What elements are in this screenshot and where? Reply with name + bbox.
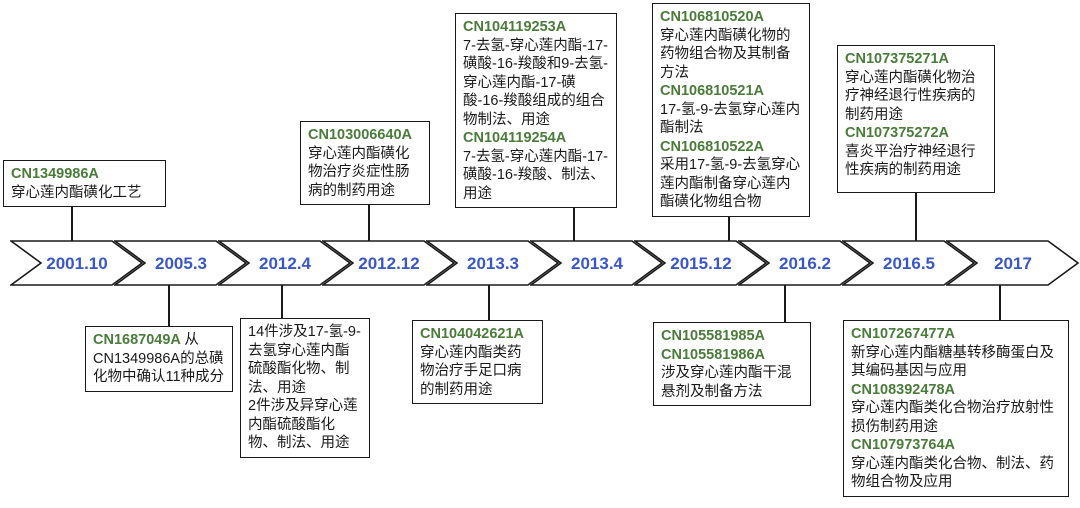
patent-description: 2件涉及异穿心莲内酯硫酸酯化物、制法、用途: [248, 398, 358, 451]
patent-number: CN106810520A: [660, 9, 764, 25]
patent-box-2001-10: CN1349986A 穿心莲内酯磺化工艺: [3, 160, 166, 207]
patent-description: 14件涉及17-氢-9-去氢穿心莲内酯硫酸酯化物、制法、用途: [248, 324, 361, 396]
patent-box-2012-4: 14件涉及17-氢-9-去氢穿心莲内酯硫酸酯化物、制法、用途 2件涉及异穿心莲内…: [240, 318, 370, 458]
patent-description: 喜炎平治疗神经退行性疾病的制药用途: [845, 143, 976, 179]
chevron-shape: [426, 240, 560, 286]
connector-line: [573, 200, 575, 242]
patent-number: CN106810521A: [660, 83, 764, 99]
chevron-shape: [634, 240, 768, 286]
timeline-segment-2017: 2017: [946, 240, 1080, 286]
connector-line: [915, 185, 917, 242]
patent-number: CN107267477A: [851, 326, 955, 342]
connector-line: [71, 200, 73, 242]
connector-line: [488, 284, 490, 324]
timeline-segment-2015-12: 2015.12: [634, 240, 768, 286]
connector-line: [999, 284, 1001, 324]
connector-line: [281, 284, 283, 322]
connector-line: [168, 284, 170, 330]
timeline-date-label: 2005.3: [155, 254, 207, 273]
timeline-date-label: 2012.4: [259, 254, 312, 273]
chevron-shape: [114, 240, 248, 286]
connector-line: [728, 200, 730, 242]
patent-number: CN107973764A: [851, 437, 955, 453]
patent-description: 穿心莲内酯类药物治疗手足口病的制药用途: [420, 344, 522, 398]
timeline-date-label: 2013.4: [571, 254, 624, 273]
timeline-date-label: 2016.2: [779, 254, 831, 273]
chevron-shape: [218, 240, 352, 286]
chevron-shape: [946, 240, 1080, 286]
patent-description: 穿心莲内酯类化合物治疗放射性损伤制药用途: [851, 400, 1054, 435]
timeline-date-label: 2016.5: [883, 254, 935, 273]
connector-line: [368, 198, 370, 242]
patent-description: 穿心莲内酯磺化物的药物组合物及其制备方法: [660, 27, 791, 81]
timeline-segment-2012-12: 2012.12: [322, 240, 456, 286]
patent-box-2016-2: CN105581985A CN105581986A 涉及穿心莲内酯干混悬剂及制备…: [653, 322, 811, 406]
timeline-segment-2013-4: 2013.4: [530, 240, 664, 286]
timeline-date-label: 2017: [994, 254, 1032, 273]
patent-number: CN105581985A: [661, 328, 765, 344]
timeline-segment-2016-2: 2016.2: [738, 240, 872, 286]
patent-number: CN104042621A: [420, 326, 524, 342]
chevron-shape: [738, 240, 872, 286]
timeline-segment-2016-5: 2016.5: [842, 240, 976, 286]
patent-box-2017: CN107267477A 新穿心莲内酯糖基转移酶蛋白及其编码基因与应用 CN10…: [843, 320, 1069, 497]
patent-description: 7-去氢-穿心莲内酯-17- 磺酸-16-羧酸、制法、用途: [463, 148, 609, 202]
patent-number: CN1687049A: [93, 332, 185, 348]
patent-number: CN106810522A: [660, 138, 764, 155]
patent-box-2013-3: CN104042621A 穿心莲内酯类药物治疗手足口病的制药用途: [412, 320, 543, 404]
patent-number: CN107375271A: [845, 51, 949, 67]
connector-line: [784, 284, 786, 326]
patent-description: 采用17-氢-9-去氢穿心莲内酯制备穿心莲内酯磺化物组合物: [660, 157, 801, 210]
chevron-shape: [530, 240, 664, 286]
timeline-segment-2012-4: 2012.4: [218, 240, 352, 286]
patent-box-2013-4: CN104119253A 7-去氢-穿心莲内酯-17-磺酸-16-羧酸和9-去氢…: [455, 13, 617, 208]
patent-number: CN108392478A: [851, 381, 955, 398]
patent-description: 新穿心莲内酯糖基转移酶蛋白及其编码基因与应用: [851, 344, 1054, 380]
patent-number: CN103006640A: [308, 127, 412, 143]
patent-number: CN107375272A: [845, 125, 949, 141]
patent-box-2012-12: CN103006640A 穿心莲内酯磺化物治疗炎症性肠病的制药用途: [300, 121, 430, 205]
chevron-shape: [10, 240, 144, 286]
timeline-date-label: 2001.10: [46, 254, 107, 273]
chevron-shape: [322, 240, 456, 286]
chevron-shape: [842, 240, 976, 286]
timeline-date-label: 2012.12: [358, 254, 419, 273]
timeline-segment-2001-10: 2001.10: [10, 240, 144, 286]
patent-description: 穿心莲内酯类化合物、制法、药物组合物及应用: [851, 455, 1054, 491]
timeline-date-label: 2015.12: [670, 254, 731, 273]
timeline-segment-2013-3: 2013.3: [426, 240, 560, 286]
patent-description: 穿心莲内酯磺化物治疗炎症性肠病的制药用途: [308, 145, 410, 199]
patent-box-2016-5: CN107375271A 穿心莲内酯磺化物治疗神经退行性疾病的制药用途 CN10…: [837, 45, 995, 193]
patent-box-2005-3: CN1687049A 从CN1349986A的总磺化物中确认11种成分: [85, 326, 233, 392]
patent-description: 穿心莲内酯磺化工艺: [11, 184, 142, 201]
patent-description: 从CN1349986A的总磺化物中确认11种成分: [93, 332, 225, 385]
timeline-date-label: 2013.3: [467, 254, 519, 273]
patent-number: CN104119254A: [463, 130, 567, 146]
patent-description: 17-氢-9-去氢穿心莲内酯制法: [660, 101, 801, 137]
timeline-segment-2005-3: 2005.3: [114, 240, 248, 286]
patent-description: 涉及穿心莲内酯干混悬剂及制备方法: [661, 365, 792, 400]
patent-number: CN105581986A: [661, 346, 765, 363]
patent-number: CN104119253A: [463, 19, 567, 35]
patent-description: 7-去氢-穿心莲内酯-17-磺酸-16-羧酸和9-去氢-穿心莲内酯-17-磺酸-…: [463, 37, 609, 128]
patent-description: 穿心莲内酯磺化物治疗神经退行性疾病的制药用途: [845, 69, 976, 123]
patent-box-2015-12: CN106810520A 穿心莲内酯磺化物的药物组合物及其制备方法 CN1068…: [652, 3, 810, 217]
patent-number: CN1349986A: [11, 166, 99, 182]
